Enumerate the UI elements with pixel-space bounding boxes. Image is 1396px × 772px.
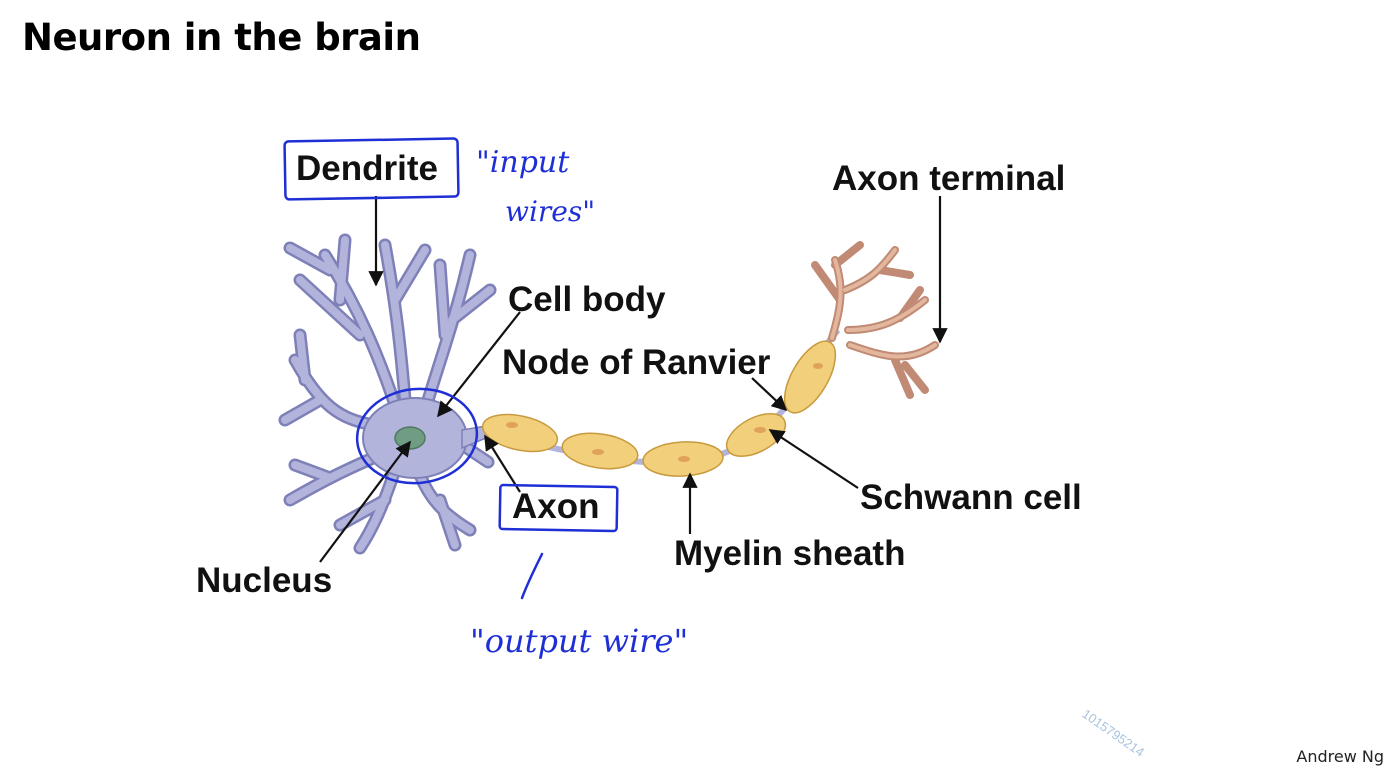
annotation-input-line1: "input <box>476 145 570 180</box>
label-myelin-sheath: Myelin sheath <box>674 534 905 573</box>
dendrite-highlight-box <box>283 137 460 201</box>
annotation-ink <box>283 137 619 600</box>
label-schwann-cell: Schwann cell <box>860 478 1082 517</box>
nucleus <box>394 426 426 450</box>
label-dendrite: Dendrite <box>296 149 438 188</box>
slide-title: Neuron in the brain <box>22 16 421 59</box>
annotation-output-wire: "output wire" <box>470 622 688 660</box>
output-pointer-stroke <box>520 552 544 600</box>
label-cell-body: Cell body <box>508 280 666 319</box>
label-axon-terminal: Axon terminal <box>832 159 1065 198</box>
label-nucleus: Nucleus <box>196 561 332 600</box>
label-axon: Axon <box>512 487 600 526</box>
author-credit: Andrew Ng <box>1296 747 1384 766</box>
axon-highlight-box <box>498 483 619 533</box>
label-node-of-ranvier: Node of Ranvier <box>502 343 771 382</box>
cell-body-highlight-circle <box>355 387 479 485</box>
annotation-input-line2: wires" <box>505 195 595 228</box>
axon-terminal <box>811 241 939 399</box>
